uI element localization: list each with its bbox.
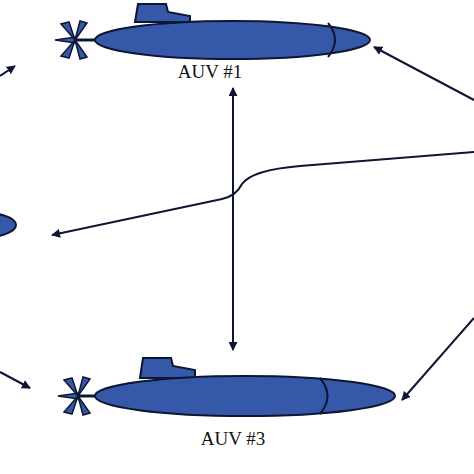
hull bbox=[95, 21, 370, 59]
propeller bbox=[58, 377, 90, 415]
conning-tower bbox=[140, 358, 195, 378]
offscreen-arrow bbox=[0, 372, 30, 388]
vehicle-label: AUV #3 bbox=[201, 428, 266, 450]
partial-auv-hull bbox=[0, 212, 16, 238]
auv-node: AUV #3 bbox=[55, 350, 405, 452]
offscreen-arrow bbox=[374, 47, 474, 100]
propeller bbox=[55, 21, 87, 59]
offscreen-curve-arrow bbox=[52, 152, 474, 235]
offscreen-arrow bbox=[0, 66, 15, 76]
propeller-shaft bbox=[75, 39, 97, 42]
nose-seam bbox=[328, 23, 335, 57]
link-arrow bbox=[232, 88, 234, 350]
offscreen-arrow bbox=[402, 318, 474, 400]
auv-node: AUV #1 bbox=[50, 0, 380, 88]
conning-tower bbox=[135, 4, 190, 22]
hull bbox=[95, 376, 395, 416]
vehicle-label: AUV #1 bbox=[178, 61, 243, 83]
nose-seam bbox=[320, 378, 328, 414]
